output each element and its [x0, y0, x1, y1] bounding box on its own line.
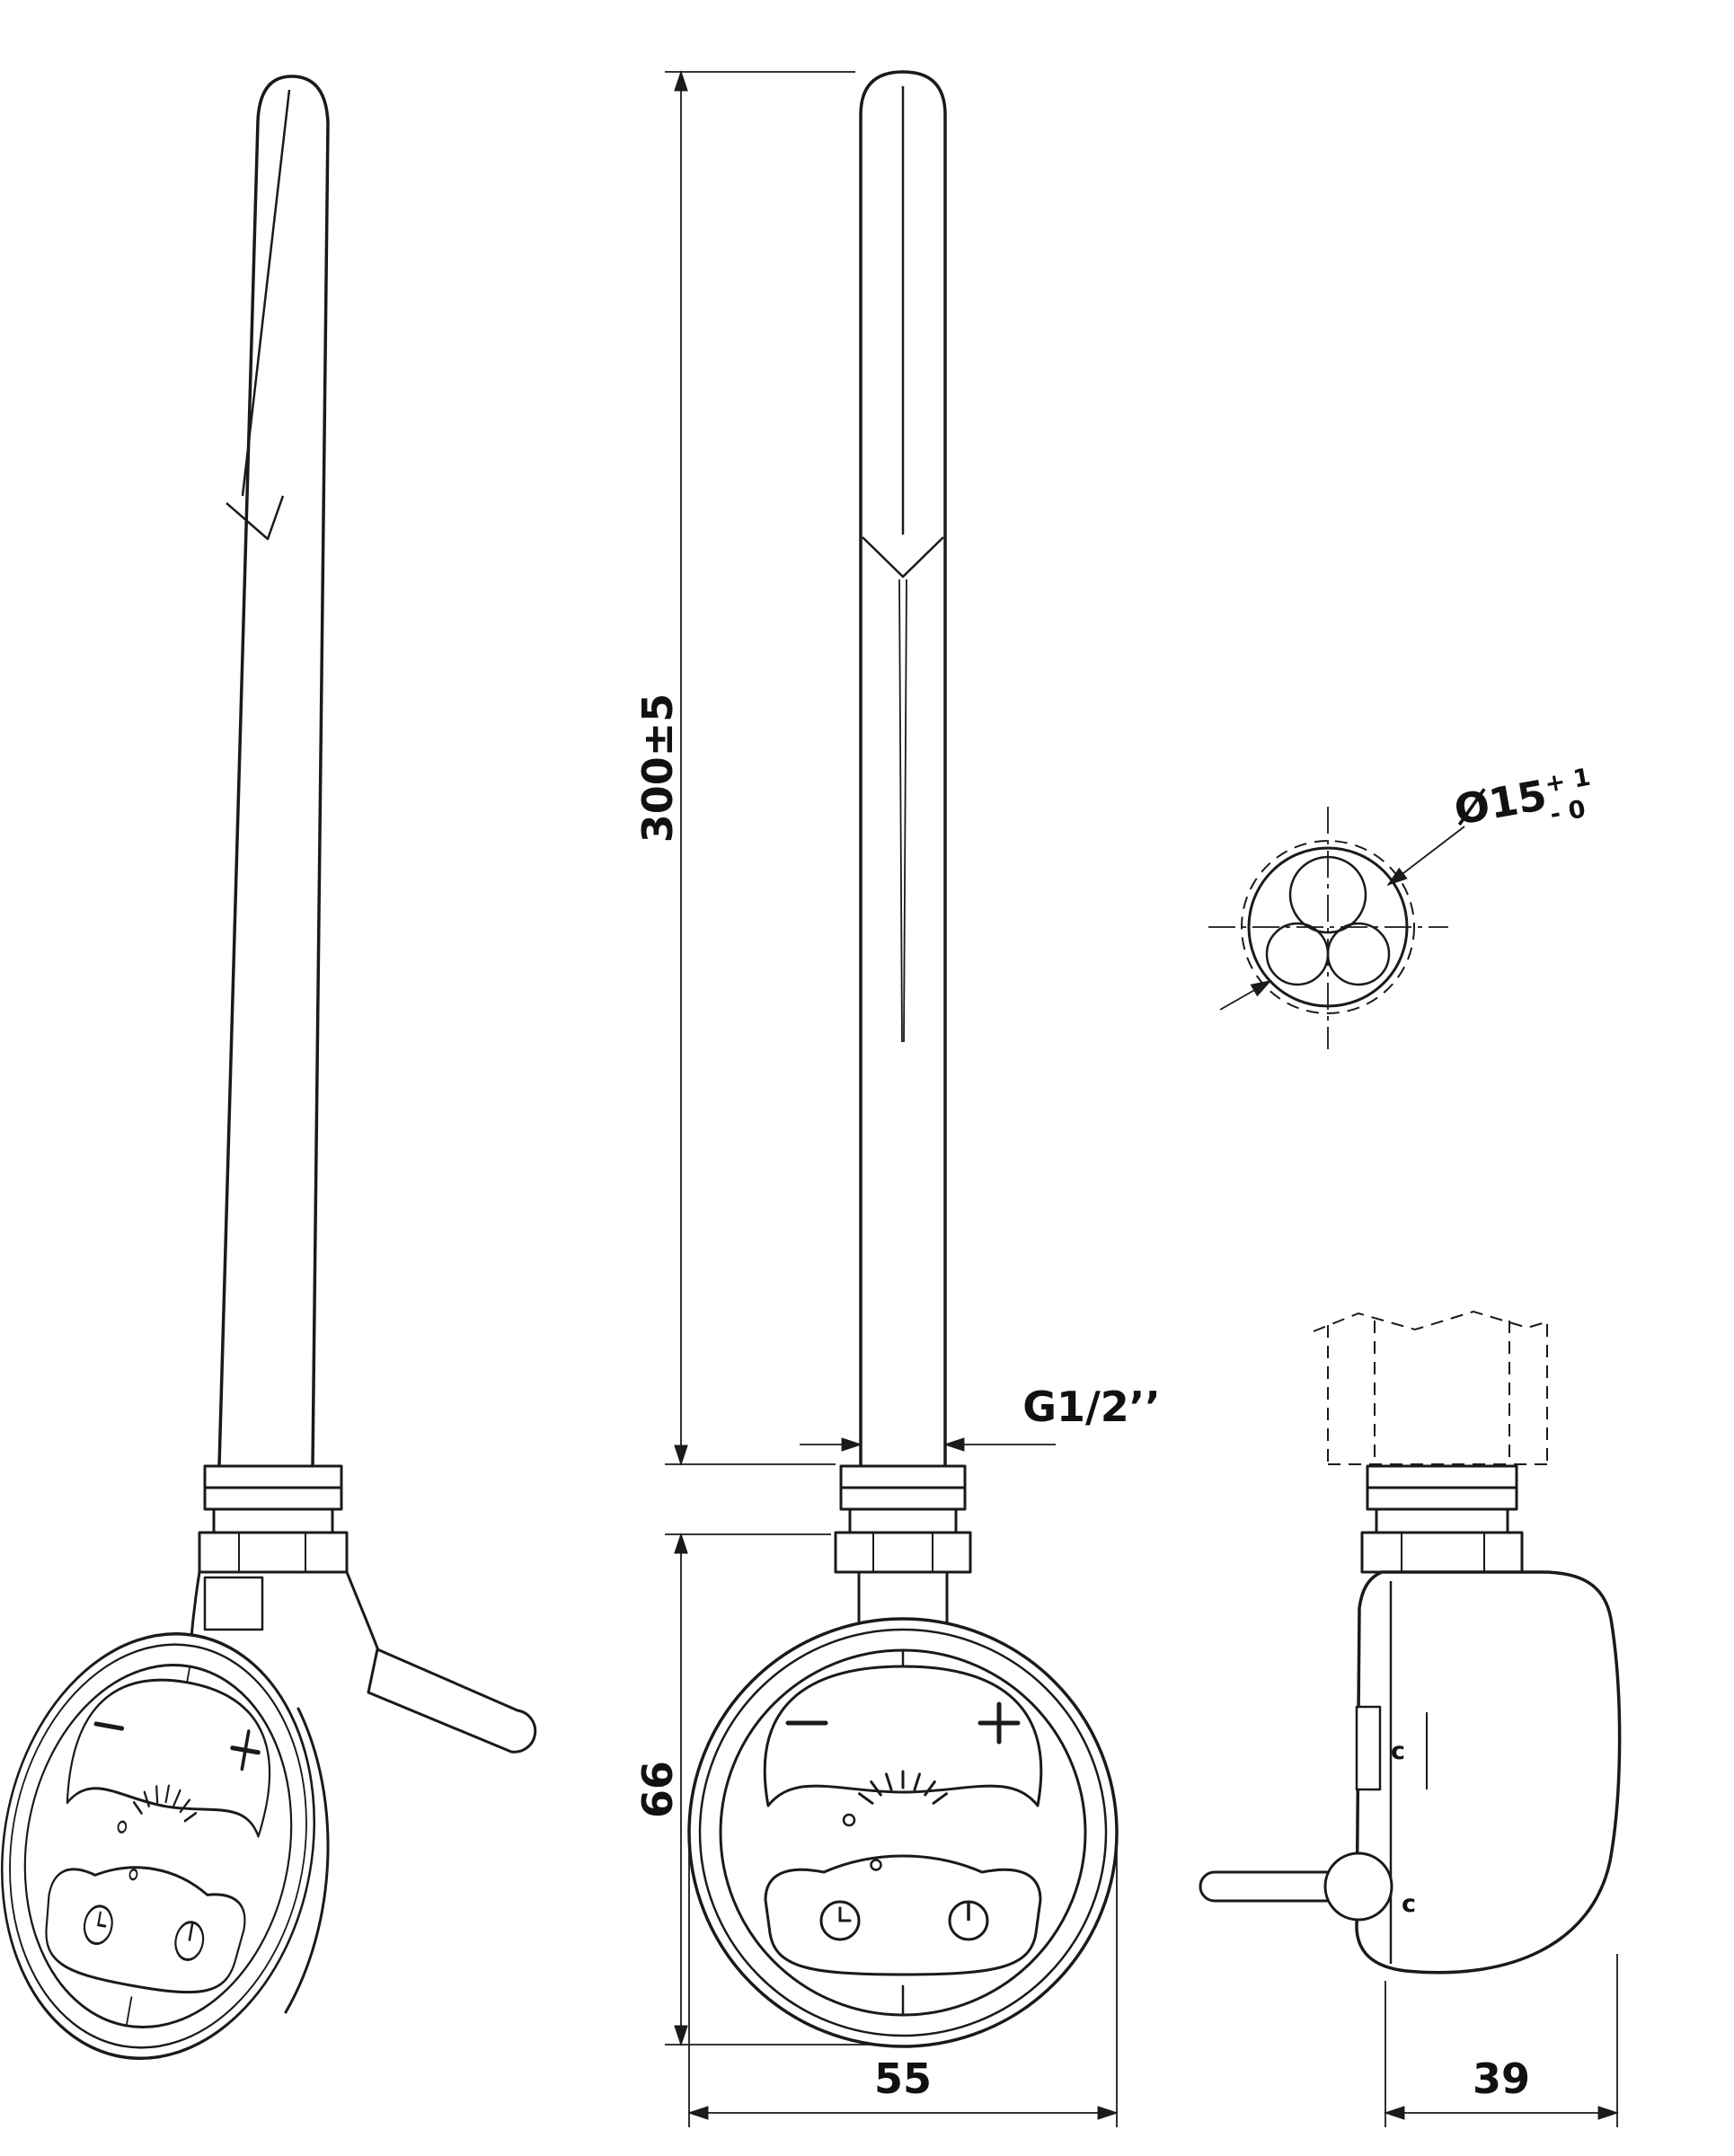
upper-control-panel — [66, 1678, 271, 1838]
dim-head-width: 55 — [687, 1846, 1119, 2127]
tube-seam-notch — [862, 536, 944, 579]
clock-icon — [83, 1904, 113, 1946]
status-dot — [128, 1869, 138, 1881]
dim-pipe-diameter: Ø15 + 1 - 0 — [1451, 764, 1593, 835]
heating-rod-tube-perspective — [217, 75, 330, 1467]
side-button[interactable] — [1355, 1705, 1382, 1791]
hidden-radiator-tube — [1313, 1310, 1548, 1465]
led-dot — [842, 1813, 856, 1827]
neck — [857, 1570, 949, 1626]
heating-rod-tube — [859, 70, 947, 1466]
side-view: c c 39 — [1199, 1310, 1622, 2127]
tube-seam-notch — [226, 495, 285, 541]
thread-collar — [198, 1464, 349, 1574]
dim-pipe-diameter-label: Ø15 — [1451, 771, 1551, 835]
power-button[interactable] — [948, 1900, 989, 1941]
mounting-nut — [834, 1531, 972, 1574]
element-core-top — [1288, 855, 1367, 934]
pipe-outer-circle — [1247, 846, 1409, 1008]
dim-head-height: 66 — [633, 1533, 876, 2046]
dim-length-label: 300±5 — [633, 694, 682, 844]
front-view — [687, 70, 1119, 2048]
cable-gland — [1323, 1851, 1393, 1922]
element-core-left — [1265, 922, 1330, 986]
plus-button[interactable] — [978, 1701, 1021, 1745]
control-head-perspective — [0, 1631, 316, 2061]
dim-thread: G1/2’’ — [800, 1383, 1161, 1452]
thread-collar — [1360, 1464, 1524, 1574]
thread-collar — [834, 1464, 972, 1626]
cable-marker-bottom-label: c — [1402, 1890, 1416, 1918]
power-cable — [367, 1648, 537, 1754]
status-dot — [870, 1859, 882, 1871]
cross-section-detail: Ø15 + 1 - 0 — [1208, 764, 1593, 1049]
power-cable-side — [1199, 1870, 1329, 1903]
head-face — [23, 1663, 293, 2029]
head-middle-rim — [698, 1628, 1108, 2037]
head-body-side — [1355, 1570, 1622, 1975]
head-middle-rim — [9, 1643, 307, 2049]
dim-head-depth-label: 39 — [1473, 2054, 1530, 2103]
element-core-right — [1326, 922, 1391, 986]
plus-icon-vertical — [240, 1729, 251, 1772]
body-detail — [203, 1576, 264, 1631]
led-dot — [117, 1820, 128, 1833]
lower-control-panel — [45, 1866, 246, 1994]
tolerance-lower-label: - 0 — [1548, 795, 1588, 828]
control-head-front — [687, 1617, 1119, 2048]
clearance-circle-dashed — [1241, 840, 1415, 1014]
power-icon — [174, 1921, 205, 1961]
upper-control-panel — [763, 1665, 1043, 1807]
dim-head-height-label: 66 — [633, 1761, 682, 1818]
perspective-view — [0, 75, 537, 2061]
dim-head-width-label: 55 — [874, 2054, 932, 2103]
dim-head-depth: 39 — [1384, 1954, 1619, 2127]
tolerance-upper-label: + 1 — [1543, 764, 1592, 799]
cable-marker-top-label: c — [1391, 1737, 1405, 1765]
diameter-leader-arrow — [1386, 826, 1465, 887]
minus-icon — [93, 1721, 125, 1731]
mounting-nut — [198, 1531, 349, 1574]
led-indicator-arc — [117, 1784, 198, 1833]
tube-seam-line — [241, 89, 291, 497]
section-direction-arrow — [1219, 980, 1272, 1011]
clock-icon — [819, 1900, 861, 1941]
lower-control-panel — [764, 1854, 1042, 1976]
timer-button[interactable] — [819, 1900, 861, 1941]
dim-thread-label: G1/2’’ — [1022, 1383, 1161, 1431]
dim-length: 300±5 — [633, 70, 855, 1466]
led-indicator-arc — [842, 1770, 948, 1827]
tube-seam-taper — [898, 579, 907, 1043]
head-drum-side — [284, 1707, 330, 2014]
mounting-nut — [1360, 1531, 1524, 1574]
